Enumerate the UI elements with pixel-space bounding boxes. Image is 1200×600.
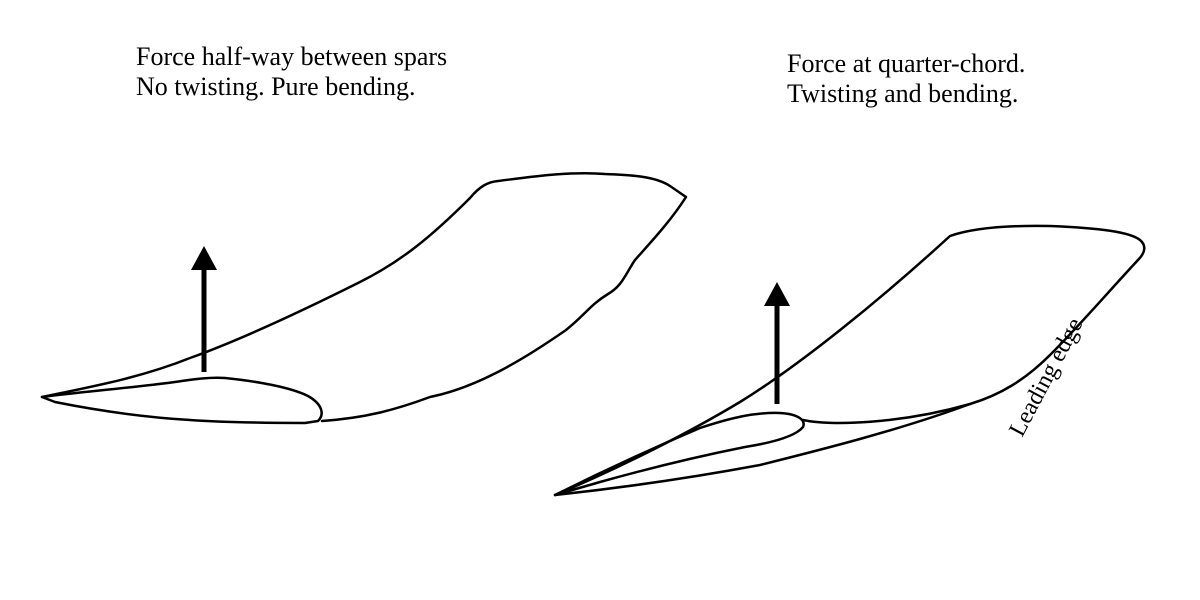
leading-edge-label: Leading edge: [1004, 314, 1088, 441]
right-force-arrow: [764, 282, 790, 404]
left-caption: Force half-way between spars No twisting…: [136, 42, 447, 102]
right-caption: Force at quarter-chord. Twisting and ben…: [787, 49, 1025, 109]
left-wing: [40, 171, 688, 425]
right-wing: Leading edge: [553, 224, 1146, 497]
left-arrow-head: [191, 246, 217, 270]
right-caption-line-1: Force at quarter-chord.: [787, 49, 1026, 78]
left-caption-line-1: Force half-way between spars: [136, 42, 448, 71]
right-root-airfoil: [553, 411, 805, 497]
left-caption-line-2: No twisting. Pure bending.: [136, 72, 416, 101]
left-wing-outline: [40, 171, 688, 423]
right-caption-line-2: Twisting and bending.: [787, 79, 1019, 108]
right-chord-line: [801, 402, 972, 425]
right-arrow-head: [764, 282, 790, 306]
left-root-airfoil: [40, 376, 323, 425]
right-wing-outline: [553, 224, 1146, 497]
left-force-arrow: [191, 246, 217, 372]
